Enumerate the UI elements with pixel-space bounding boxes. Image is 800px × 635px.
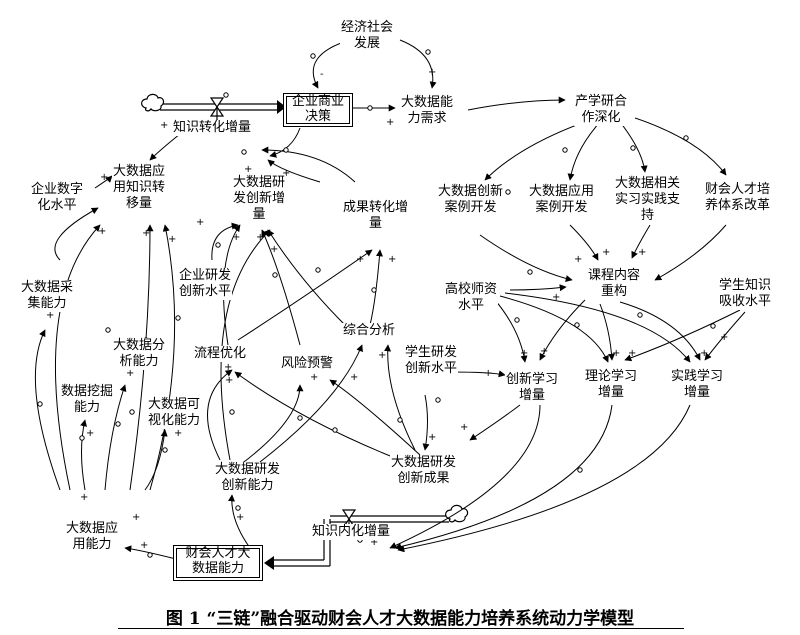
node-industry-cooperation: 产学研合 作深化 — [574, 94, 629, 126]
polarity-plus: + — [484, 368, 492, 379]
polarity-plus: + — [428, 432, 436, 443]
node-process-optimization: 流程优化 — [193, 346, 248, 362]
polarity-plus: + — [574, 254, 582, 265]
node-application-ability: 大数据应 用能力 — [65, 521, 120, 553]
polarity-plus: + — [232, 232, 240, 243]
polarity-plus: + — [540, 346, 548, 357]
node-case-application: 大数据应用 案例开发 — [528, 184, 596, 216]
polarity-plus: + — [628, 348, 636, 359]
node-teacher-level: 高校师资 水平 — [444, 282, 499, 314]
node-knowledge-conversion: 知识转化增量 — [172, 120, 253, 136]
polarity-plus: + — [460, 422, 468, 433]
polarity-plus: + — [428, 67, 436, 78]
polarity-plus: + — [132, 512, 140, 523]
node-achievement-conversion: 成果转化增 量 — [342, 200, 410, 232]
polarity-plus: + — [142, 228, 150, 239]
polarity-minus: - — [320, 69, 324, 80]
node-case-innovation: 大数据创新 案例开发 — [437, 184, 505, 216]
node-data-mining: 数据挖掘 能力 — [60, 384, 115, 416]
node-data-collection: 大数据采 集能力 — [20, 280, 75, 312]
node-bigdata-demand: 大数据能 力需求 — [400, 95, 455, 127]
polarity-plus: + — [140, 540, 148, 551]
polarity-plus: + — [46, 310, 54, 321]
polarity-plus: + — [378, 350, 386, 361]
caption-underline — [118, 628, 684, 629]
cloud-icon — [141, 93, 165, 112]
node-economic-development: 经济社会 发展 — [340, 20, 395, 52]
figure-caption: 图 1 “三链”融合驱动财会人才大数据能力培养系统动力学模型 — [165, 609, 635, 629]
node-knowledge-internalization: 知识内化增量 — [311, 524, 392, 540]
polarity-plus: + — [256, 232, 264, 243]
polarity-plus: + — [356, 254, 364, 265]
node-data-analysis: 大数据分 析能力 — [112, 338, 167, 370]
stock-talent-bigdata-ability: 财会人才大 数据能力 — [173, 545, 263, 581]
node-knowledge-transfer: 大数据应 用知识转 移量 — [112, 164, 167, 212]
causal-links — [34, 39, 746, 561]
conversion-flow-pipe — [160, 103, 281, 111]
node-enterprise-rd: 企业研发 创新水平 — [178, 268, 233, 300]
node-visualization: 大数据可 视化能力 — [147, 397, 202, 429]
polarity-plus: + — [282, 168, 290, 179]
polarity-signs: - + + + + + + + + + + + + + + + + + + + … — [46, 67, 728, 551]
polarity-plus: + — [225, 375, 233, 386]
node-talent-reform: 财会人才培 养体系改革 — [704, 182, 772, 214]
polarity-plus: + — [310, 372, 318, 383]
polarity-plus: + — [602, 247, 610, 258]
polarity-plus: + — [350, 372, 358, 383]
polarity-plus: + — [638, 247, 646, 258]
polarity-plus: + — [224, 362, 232, 373]
node-theory-learning: 理论学习 增量 — [584, 369, 639, 401]
node-risk-warning: 风险预警 — [280, 356, 335, 372]
polarity-plus: + — [370, 537, 378, 548]
node-comprehensive-analysis: 综合分析 — [342, 323, 397, 339]
node-innovative-learning: 创新学习 增量 — [505, 372, 560, 404]
node-student-absorption: 学生知识 吸收水平 — [718, 278, 773, 310]
system-dynamics-diagram: - + + + + + + + + + + + + + + + + + + + … — [34, 39, 746, 570]
node-rd-innovation-increment: 大数据研 发创新增 量 — [232, 175, 287, 223]
polarity-plus: + — [520, 348, 528, 359]
polarity-plus: + — [388, 254, 396, 265]
polarity-plus: + — [98, 226, 106, 237]
polarity-plus: + — [552, 292, 560, 303]
stock-enterprise-decision: 企业商业 决策 — [283, 93, 353, 127]
node-student-rd: 学生研发 创新水平 — [404, 345, 459, 377]
polarity-plus: + — [244, 164, 252, 175]
node-rd-achievements: 大数据研发 创新成果 — [390, 455, 458, 487]
polarity-plus: + — [196, 217, 204, 228]
polarity-plus: + — [86, 428, 94, 439]
polarity-plus: + — [174, 428, 182, 439]
node-digital-level: 企业数字 化水平 — [30, 182, 85, 214]
polarity-plus: + — [236, 512, 244, 523]
polarity-plus: + — [80, 492, 88, 503]
node-rd-ability: 大数据研发 创新能力 — [214, 462, 282, 494]
polarity-plus: + — [386, 117, 394, 128]
polarity-plus: + — [270, 244, 278, 255]
polarity-plus: + — [168, 234, 176, 245]
polarity-plus: + — [126, 368, 134, 379]
polarity-plus: + — [612, 348, 620, 359]
polarity-plus: + — [160, 120, 168, 131]
node-course-restructure: 课程内容 重构 — [587, 268, 642, 300]
polarity-plus: + — [100, 172, 108, 183]
polarity-plus: + — [720, 332, 728, 343]
node-internship-support: 大数据相关 实习实践支 持 — [614, 176, 682, 224]
valve-icon — [209, 97, 225, 121]
polarity-plus: + — [700, 348, 708, 359]
node-practice-learning: 实践学习 增量 — [670, 369, 725, 401]
